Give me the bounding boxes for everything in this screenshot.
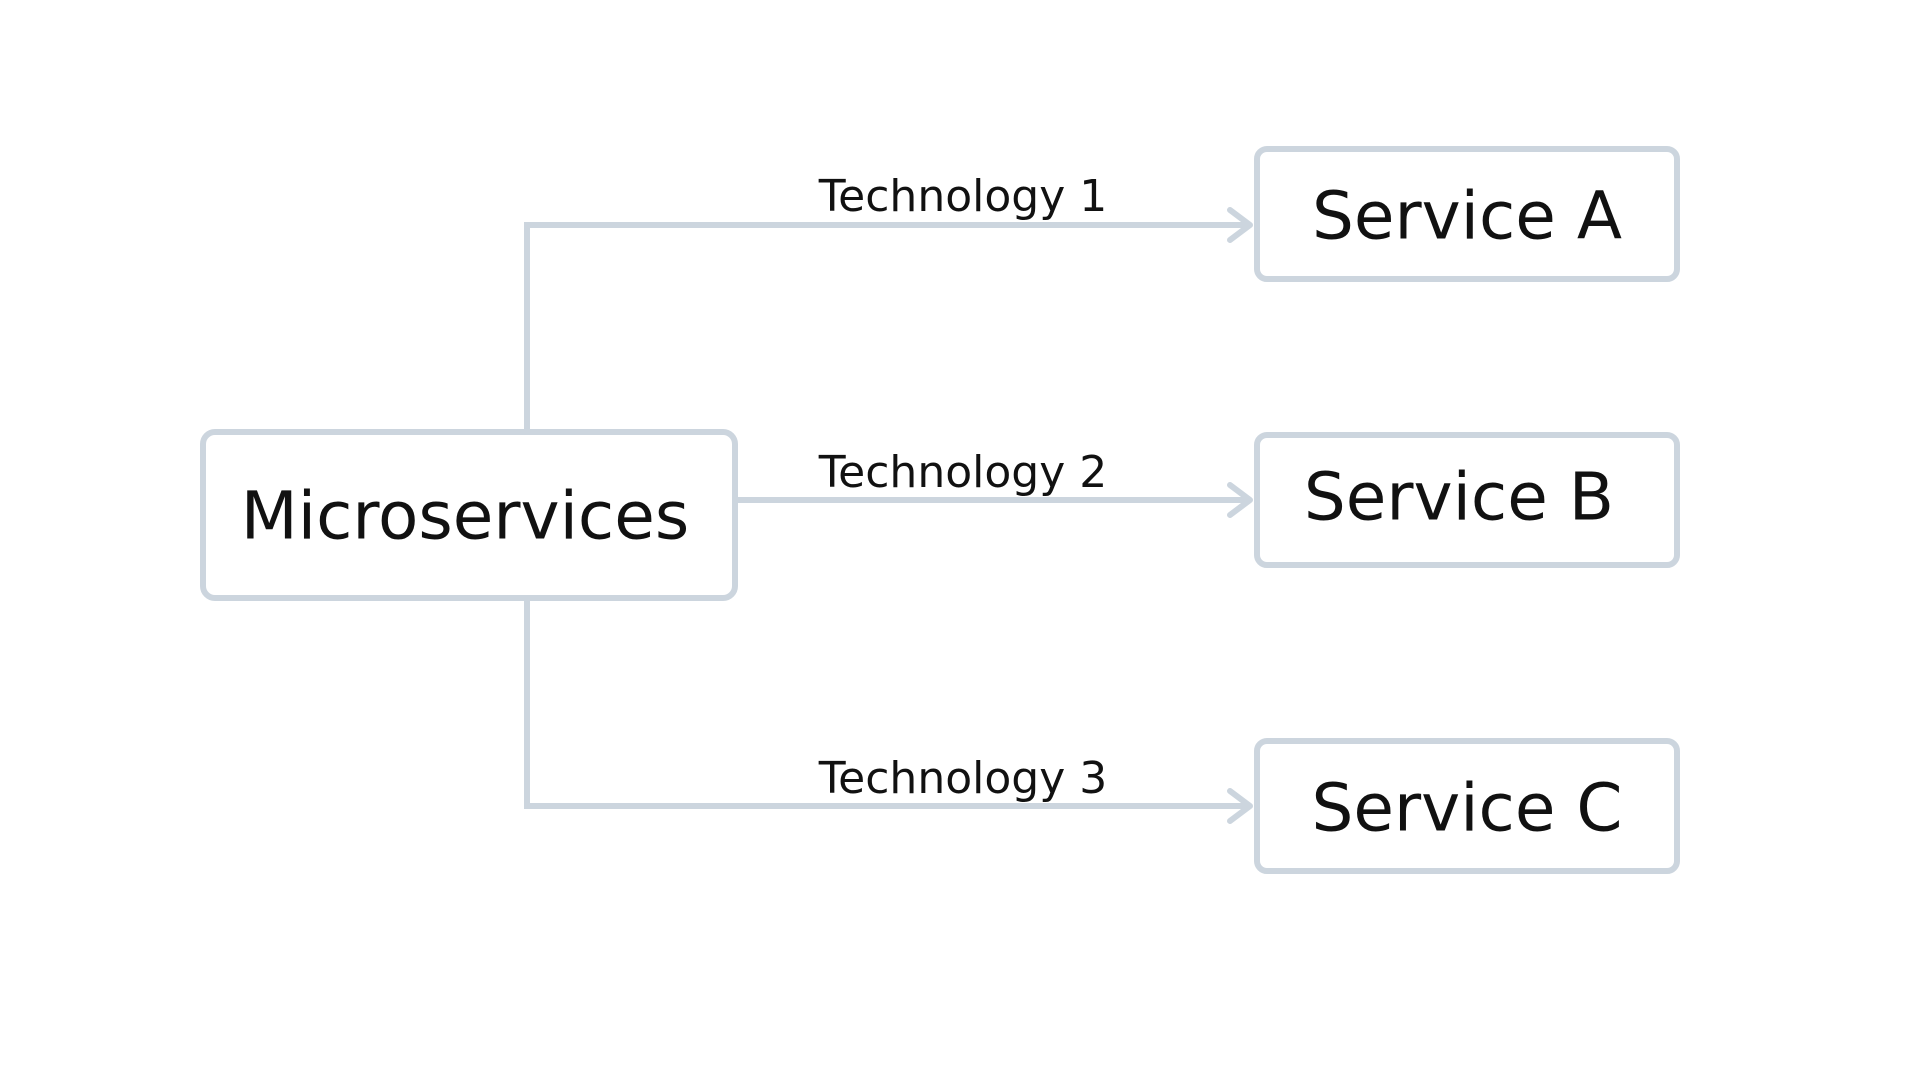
arrowhead-service-c xyxy=(1227,788,1253,824)
node-service-a-box xyxy=(1254,146,1680,282)
node-service-c-box xyxy=(1254,738,1680,874)
node-service-a: Service A xyxy=(1254,146,1680,282)
node-microservices-label: Microservices xyxy=(241,478,689,555)
edge-label-technology-2: Technology 2 xyxy=(818,447,1107,498)
node-service-c-label: Service C xyxy=(1312,770,1623,847)
node-microservices-box xyxy=(200,429,738,601)
edge-label-technology-3: Technology 3 xyxy=(818,753,1107,804)
node-service-b-box xyxy=(1254,432,1680,568)
arrowhead-service-a xyxy=(1227,207,1253,243)
connector-to-service-c xyxy=(524,598,1250,809)
node-service-b-label: Service B xyxy=(1304,459,1614,536)
node-service-b: Service B xyxy=(1254,432,1680,568)
edge-label-technology-1: Technology 1 xyxy=(818,171,1107,222)
node-microservices: Microservices xyxy=(200,429,738,601)
connector-to-service-a xyxy=(524,222,1250,430)
node-service-a-label: Service A xyxy=(1312,178,1622,255)
arrowhead-service-b xyxy=(1227,482,1253,518)
node-service-c: Service C xyxy=(1254,738,1680,874)
